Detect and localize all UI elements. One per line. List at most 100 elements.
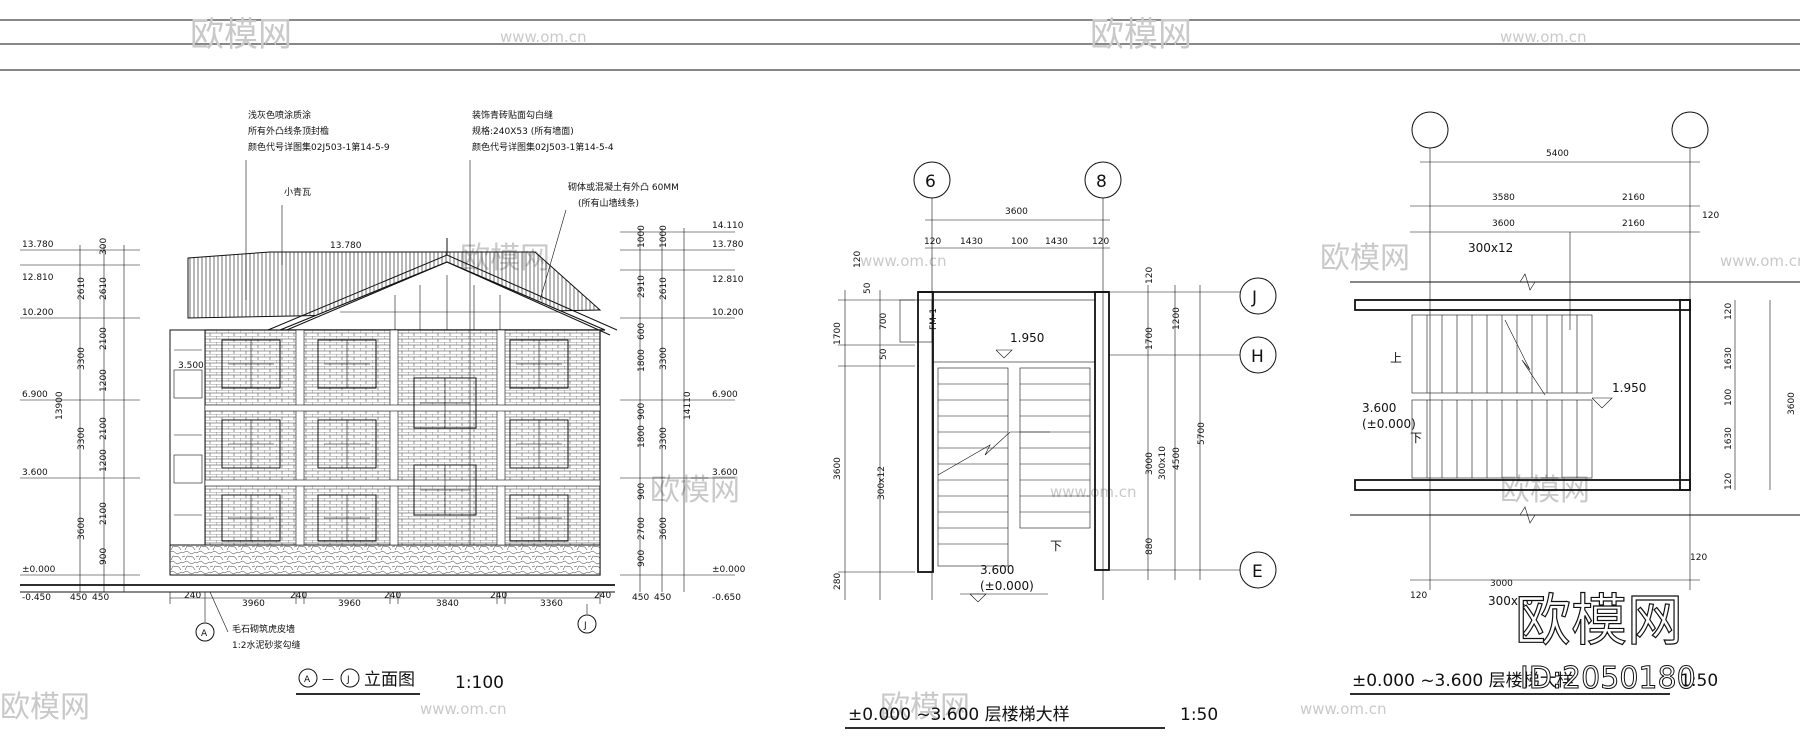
axis-bubble-j: J: [577, 604, 597, 634]
window: [509, 494, 569, 542]
dim-value: 120: [1690, 553, 1707, 563]
dim-value: 1800: [637, 425, 647, 448]
axis-label: J: [1251, 288, 1257, 308]
level-label: 13.780: [712, 240, 744, 250]
level-label: ±0.000: [22, 565, 56, 575]
dim-value: 3300: [77, 427, 87, 450]
dim-value: 2700: [637, 517, 647, 540]
dim-value: 1430: [1045, 237, 1068, 247]
note-brick-line: 装饰青砖贴面勾白缝: [472, 109, 553, 121]
dim-value: 2100: [99, 502, 109, 525]
level-label: 14.110: [712, 221, 744, 231]
note-brick-line: 规格:240X53 (所有墙面): [472, 125, 574, 137]
floor-level: 3.600: [980, 563, 1014, 577]
title-text: 立面图: [364, 670, 415, 690]
dim-value: 880: [1145, 538, 1155, 555]
axis-label: A: [201, 629, 208, 639]
window: [413, 464, 477, 516]
dim-value: 120: [853, 251, 863, 268]
dim-value: 3000: [1145, 452, 1155, 475]
dim-total: 3600: [1787, 392, 1797, 415]
dim-value: 900: [637, 483, 647, 500]
dim-value: 900: [637, 403, 647, 420]
dim-value: 1200: [99, 369, 109, 392]
title-axis: J: [346, 675, 350, 685]
level-label: 12.810: [22, 273, 54, 283]
level-label: 13.780: [330, 241, 362, 251]
dim-value: 2910: [637, 275, 647, 298]
elevation-bottom-dims: 240 3960 240 3960 240 3840 240 3360 240: [169, 591, 611, 609]
dim-value: 100: [1724, 389, 1734, 406]
axis-bubble: [1411, 111, 1449, 149]
tread-label: 300x10: [1158, 446, 1168, 480]
stair1-scale: 1:50: [1180, 705, 1218, 725]
watermark-brand: 欧模网: [1320, 241, 1410, 276]
dim-value: 900: [99, 548, 109, 565]
note-gable-line: (所有山墙线条): [578, 197, 639, 209]
level-label: 10.200: [22, 308, 54, 318]
dim-value: 3300: [77, 347, 87, 370]
axis-bubble-h: H: [1110, 336, 1277, 374]
dim-value: 1000: [637, 225, 647, 248]
dim-value: 3600: [1492, 219, 1515, 229]
axis-bubble-e: E: [1110, 551, 1277, 589]
dim-total: 3600: [1005, 207, 1028, 217]
elevation-drawing: 浅灰色喷涂质涂 所有外凸线条顶封檐 颜色代号详图集02J503-1第14-5-9…: [20, 109, 746, 695]
window: [221, 494, 281, 542]
stair2-title: ±0.000 ~3.600 层楼梯大样: [1352, 671, 1574, 691]
watermark-site: www.om.cn: [1500, 28, 1587, 46]
door-tag: FM-1: [929, 308, 939, 330]
axis-bubble-8: 8: [1084, 161, 1122, 199]
dim-value: 3000: [1490, 579, 1513, 589]
note-paint-line: 所有外凸线条顶封檐: [248, 125, 329, 137]
dim-value: 2160: [1622, 193, 1645, 203]
dim-value: 3300: [659, 347, 669, 370]
watermark-brand: 欧模网: [190, 15, 292, 55]
window: [221, 419, 281, 469]
floor-level: 3.600: [1362, 401, 1396, 415]
window: [317, 419, 377, 469]
dim-value: 50: [879, 348, 889, 360]
dim-value: 1700: [1145, 327, 1155, 350]
stair-wall: [1679, 299, 1691, 491]
tread-label: 300x12: [1468, 241, 1513, 255]
stair-wall: [917, 291, 934, 573]
dim-value: 1630: [1724, 427, 1734, 450]
axis-label: 8: [1096, 172, 1107, 192]
dim-total: 5700: [1197, 422, 1207, 445]
dim-value: 2610: [77, 277, 87, 300]
window: [221, 339, 281, 389]
dim-value: 50: [863, 282, 873, 294]
watermark-brand: 欧模网: [880, 690, 970, 725]
title-scale: 1:100: [455, 673, 504, 693]
door-frame: [899, 299, 933, 343]
stair-flight-bottom: [1411, 399, 1593, 479]
dim-value: 120: [1724, 303, 1734, 320]
axis-bubble-6: 6: [913, 161, 951, 199]
window: [317, 494, 377, 542]
note-tile: 小青瓦: [284, 186, 311, 198]
stair-wall: [1094, 291, 1110, 571]
badge-id: ID:2050180: [1520, 661, 1696, 696]
dim-value: 1200: [99, 449, 109, 472]
dim-value: 2160: [1622, 219, 1645, 229]
side-wing-rails: [173, 349, 203, 516]
note-stone-line: 1:2水泥砂浆勾缝: [232, 639, 301, 651]
dim-value: 1000: [659, 225, 669, 248]
watermark-site: www.om.cn: [860, 252, 947, 270]
floor-level-sub: (±0.000): [980, 579, 1034, 593]
level-label: -0.450: [22, 593, 51, 603]
window: [509, 339, 569, 389]
dim-value: 3600: [77, 517, 87, 540]
note-leaders: [209, 160, 567, 633]
level-label: 10.200: [712, 308, 744, 318]
dim-value: 280: [833, 573, 843, 590]
dim-value: 1430: [960, 237, 983, 247]
watermark-site: www.om.cn: [1050, 483, 1137, 501]
dim-value: 3960: [338, 599, 361, 609]
stair-flight-top: [1411, 314, 1593, 394]
dim-value: 3300: [659, 427, 669, 450]
axis-label: 6: [925, 172, 936, 192]
dim-value: 100: [1011, 237, 1028, 247]
